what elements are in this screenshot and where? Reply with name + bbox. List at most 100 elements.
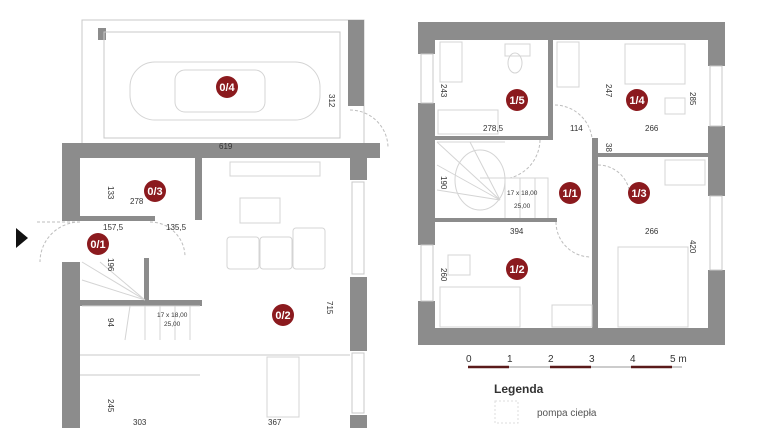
door-swing — [509, 104, 631, 258]
room-badges: 0/4 0/3 0/1 0/2 1/5 1/4 1/1 1/3 1/2 — [87, 76, 650, 326]
legend: Legenda pompa ciepła — [494, 382, 597, 424]
room-badge-1-2[interactable]: 1/2 — [506, 258, 528, 280]
legend-item-label: pompa ciepła — [537, 408, 597, 419]
scale-label: 5 m — [670, 354, 687, 365]
wall — [80, 300, 202, 306]
dimension-label: 312 — [327, 94, 336, 108]
scale-label: 3 — [589, 354, 595, 365]
ground-floor — [16, 19, 389, 428]
wall — [435, 218, 557, 222]
scale-label: 0 — [466, 354, 472, 365]
door-swing — [149, 109, 389, 258]
scale-label: 1 — [507, 354, 513, 365]
wall — [597, 153, 708, 157]
wall — [435, 136, 550, 140]
wall — [708, 126, 725, 196]
entrance-door-swing — [35, 221, 81, 263]
wall — [708, 22, 725, 66]
dimension-label: 285 — [688, 92, 697, 106]
wall — [62, 143, 380, 158]
dimension-label: 420 — [688, 240, 697, 254]
window[interactable] — [420, 244, 434, 302]
svg-text:1/3: 1/3 — [631, 188, 646, 200]
heat-pump-icon — [494, 400, 519, 424]
room-badge-0-2[interactable]: 0/2 — [272, 304, 294, 326]
wall — [98, 28, 106, 40]
dimension-label: 133 — [106, 186, 115, 200]
room-badge-0-1[interactable]: 0/1 — [87, 233, 109, 255]
dimension-label: 38 — [604, 143, 613, 152]
dimension-label: 266 — [645, 124, 659, 133]
svg-text:0/1: 0/1 — [90, 239, 105, 251]
room-badge-0-4[interactable]: 0/4 — [216, 76, 238, 98]
dimension-label: 394 — [510, 227, 524, 236]
stairs-label: 17 x 18,00 — [157, 312, 188, 319]
svg-text:1/5: 1/5 — [509, 95, 524, 107]
dimension-label: 245 — [106, 399, 115, 413]
dimension-labels: 312 619 133 278 157,5 135,5 196 94 17 x … — [103, 84, 697, 427]
room-badge-0-3[interactable]: 0/3 — [144, 180, 166, 202]
room-badge-1-1[interactable]: 1/1 — [559, 182, 581, 204]
scale-label: 4 — [630, 354, 636, 365]
wall — [350, 277, 367, 351]
window[interactable] — [709, 65, 723, 127]
svg-text:0/4: 0/4 — [219, 82, 235, 94]
room-badge-1-3[interactable]: 1/3 — [628, 182, 650, 204]
dimension-label: 190 — [439, 176, 448, 190]
room-badge-1-4[interactable]: 1/4 — [626, 89, 648, 111]
dimension-label: 266 — [645, 227, 659, 236]
scale-bar: 0 1 2 3 4 5 m — [466, 354, 687, 369]
car-icon — [103, 31, 341, 139]
stairs-label: 25,00 — [164, 321, 181, 328]
dimension-label: 619 — [219, 142, 233, 151]
window[interactable] — [709, 195, 723, 271]
window[interactable] — [420, 53, 434, 104]
stairs — [436, 141, 549, 218]
wall — [195, 158, 202, 220]
wall — [548, 40, 553, 140]
svg-text:1/1: 1/1 — [562, 188, 577, 200]
wall — [592, 138, 598, 328]
wall — [418, 103, 435, 245]
window[interactable] — [351, 181, 365, 275]
dimension-label: 303 — [133, 418, 147, 427]
svg-text:1/4: 1/4 — [629, 95, 645, 107]
wall — [418, 301, 435, 345]
dimension-label: 157,5 — [103, 223, 124, 232]
wall — [418, 22, 435, 54]
dimension-label: 94 — [106, 318, 115, 327]
dimension-label: 278,5 — [483, 124, 504, 133]
stairs-label: 25,00 — [514, 203, 531, 210]
window[interactable] — [351, 352, 365, 414]
wall — [418, 22, 725, 40]
dimension-label: 114 — [570, 124, 583, 133]
wall — [62, 262, 80, 428]
svg-text:1/2: 1/2 — [509, 264, 524, 276]
room-badge-1-5[interactable]: 1/5 — [506, 89, 528, 111]
dimension-label: 278 — [130, 197, 144, 206]
stairs — [81, 261, 200, 341]
furniture — [437, 41, 706, 328]
furniture — [80, 161, 350, 418]
dimension-label: 260 — [439, 268, 448, 282]
wall — [348, 20, 364, 106]
dimension-label: 247 — [604, 84, 613, 98]
upper-floor — [418, 22, 725, 345]
stairs-label: 17 x 18,00 — [507, 190, 538, 197]
wall — [350, 158, 367, 180]
dimension-label: 196 — [106, 258, 115, 272]
entrance-arrow-icon — [16, 228, 28, 248]
svg-text:0/2: 0/2 — [275, 310, 290, 322]
wall — [80, 216, 155, 221]
wall — [62, 143, 80, 221]
dimension-label: 135,5 — [166, 223, 187, 232]
wall — [144, 258, 149, 302]
dimension-label: 715 — [325, 301, 334, 315]
svg-text:0/3: 0/3 — [147, 186, 162, 198]
wall — [418, 328, 725, 345]
scale-label: 2 — [548, 354, 554, 365]
wall — [708, 270, 725, 345]
wall — [350, 415, 367, 428]
